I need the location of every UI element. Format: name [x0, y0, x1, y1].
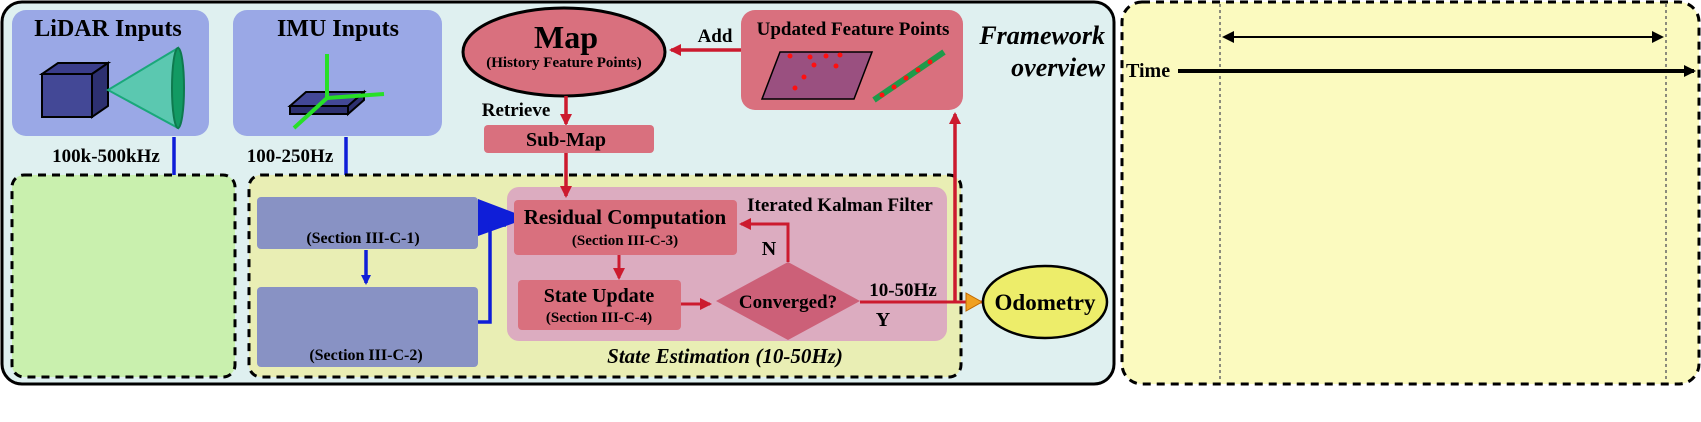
odometry-ellipse — [981, 264, 1109, 340]
odometry-label: Odometry — [995, 290, 1096, 315]
y-label: Y — [876, 309, 891, 331]
imu-inputs-box — [233, 10, 442, 136]
n-loop-arrow — [739, 218, 790, 262]
backward-propagation-block — [257, 287, 478, 367]
map-subtitle: (History Feature Points) — [486, 55, 642, 71]
feature-points-line-icon — [872, 49, 946, 103]
state-estimation-label: State Estimation (10-50Hz) — [607, 344, 843, 368]
lidar-inputs-title: LiDAR Inputs — [34, 16, 181, 42]
converged-diamond — [716, 262, 860, 340]
residual-computation-box — [514, 200, 737, 255]
framework-label-line1: Framework — [978, 21, 1105, 50]
time-label: Time — [1126, 60, 1170, 82]
framework-label-line2: overview — [1011, 53, 1106, 82]
green-dashed-panel — [10, 173, 237, 379]
section-c4-label: (Section III-C-4) — [546, 310, 652, 326]
imu-rate-label: 100-250Hz — [247, 146, 334, 167]
ikf-label: Iterated Kalman Filter — [747, 195, 933, 216]
imu-icon — [287, 54, 385, 130]
feature-points-plane-icon — [760, 51, 874, 100]
map-title: Map — [534, 19, 598, 55]
state-update-label: State Update — [544, 285, 655, 307]
forward-propagation-block — [257, 197, 478, 249]
converged-label: Converged? — [739, 292, 837, 313]
lidar-rate-label: 100k-500kHz — [52, 146, 160, 167]
updated-feature-points-title: Updated Feature Points — [757, 19, 950, 40]
timeline-panel — [1120, 0, 1701, 386]
lidar-icon — [38, 46, 185, 130]
n-label: N — [762, 238, 777, 260]
state-update-box — [518, 280, 681, 330]
map-ellipse — [461, 6, 667, 98]
section-c2-label: (Section III-C-2) — [309, 347, 422, 364]
imu-inputs-title: IMU Inputs — [277, 16, 399, 42]
submap-box — [484, 125, 654, 153]
rate-out-label: 10-50Hz — [869, 280, 937, 301]
add-label: Add — [698, 26, 733, 47]
retrieve-label: Retrieve — [482, 100, 551, 121]
section-c3-label: (Section III-C-3) — [572, 233, 678, 249]
section-c1-label: (Section III-C-1) — [306, 230, 419, 247]
submap-label: Sub-Map — [526, 129, 606, 151]
odometry-arrow-head — [965, 292, 984, 312]
c2-to-residual-line — [478, 223, 506, 324]
residual-computation-label: Residual Computation — [524, 205, 727, 229]
